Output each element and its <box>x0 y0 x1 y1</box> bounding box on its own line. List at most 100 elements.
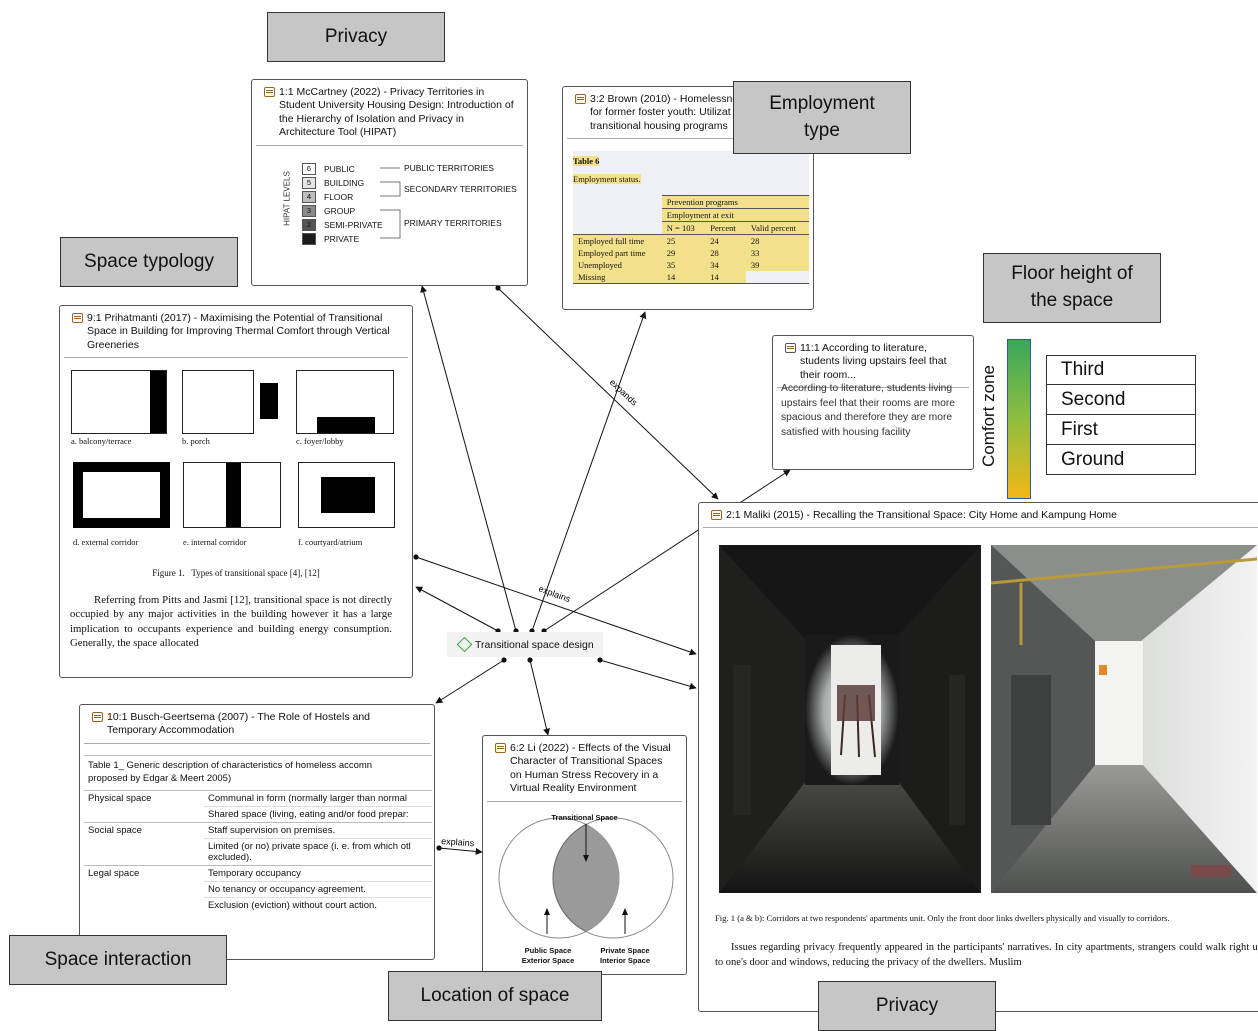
label-floor-height: Floor height of the space <box>983 253 1161 323</box>
col-header: Percent <box>705 221 746 235</box>
employment-table-block: Table 6 Employment status. Prevention pr… <box>573 151 809 284</box>
edge-endpoint-dot <box>495 285 501 291</box>
edge-endpoint-dot <box>597 657 603 663</box>
edge-center-literature <box>543 469 791 632</box>
edge-center-brown <box>531 311 647 632</box>
venn-diagram <box>498 817 674 939</box>
level-square: 4 <box>302 190 316 203</box>
label-space-typology: Space typology <box>60 237 238 287</box>
label-privacy-top: Privacy <box>267 12 445 62</box>
venn-label-public: Public Space Exterior Space <box>521 946 575 965</box>
card-title: 10:1 Busch-Geertsema (2007) - The Role o… <box>84 705 430 744</box>
edge-endpoint-dot <box>413 554 419 560</box>
floor-first: First <box>1046 415 1196 445</box>
table-caption: Table 1_ Generic description of characte… <box>88 760 373 784</box>
memo-card-literature[interactable]: 11:1 According to literature, students l… <box>772 335 974 470</box>
card-title: 11:1 According to literature, students l… <box>777 336 969 389</box>
edge-mccartney-maliki <box>497 287 719 500</box>
typology-caption: a. balcony/terrace <box>71 436 132 446</box>
level-square: 3 <box>302 204 316 217</box>
comfort-zone-axis-label: Comfort zone <box>979 364 998 468</box>
comfort-gradient-bar <box>1007 339 1031 499</box>
hipat-brackets <box>380 167 401 239</box>
table-number: Table 6 <box>573 156 600 166</box>
quotation-card-li[interactable]: 6:2 Li (2022) - Effects of the Visual Ch… <box>482 735 687 975</box>
corridor-photo-b <box>991 545 1257 893</box>
quotation-card-mccartney[interactable]: 1:1 McCartney (2022) - Privacy Territori… <box>251 79 528 286</box>
col-header: Valid percent <box>745 221 809 235</box>
quotation-card-brown[interactable]: 3:2 Brown (2010) - Homelessnes for forme… <box>562 86 814 310</box>
territory-label: PUBLIC TERRITORIES <box>404 163 494 173</box>
memo-icon <box>785 343 796 353</box>
level-square: 1 <box>302 232 316 245</box>
edge-center-maliki <box>599 659 697 690</box>
col-header: N = 103 <box>661 221 706 235</box>
table-row: Social space Staff supervision on premis… <box>84 821 432 866</box>
card-title: 6:2 Li (2022) - Effects of the Visual Ch… <box>487 736 682 802</box>
quotation-icon <box>72 313 83 323</box>
typology-figure-porch-block <box>260 383 278 419</box>
typology-figure-external-corridor <box>73 462 170 528</box>
edge-center-li <box>529 659 550 736</box>
floor-second: Second <box>1046 385 1196 415</box>
level-name: SEMI-PRIVATE <box>324 219 383 230</box>
label-privacy-bottom: Privacy <box>818 981 996 1031</box>
territory-label: SECONDARY TERRITORIES <box>404 184 517 194</box>
level-name: PUBLIC <box>324 163 355 174</box>
code-diamond-icon <box>456 636 473 653</box>
typology-caption: e. internal corridor <box>183 537 247 547</box>
typology-figure-porch <box>182 370 254 434</box>
card-title: 3:2 Brown (2010) - Homelessnes for forme… <box>567 87 809 140</box>
table-caption: Employment status. <box>573 174 641 184</box>
level-name: GROUP <box>324 205 356 216</box>
typology-caption: d. external corridor <box>73 537 139 547</box>
quotation-card-maliki[interactable]: 2:1 Maliki (2015) - Recalling the Transi… <box>698 502 1258 1012</box>
typology-caption: b. porch <box>182 436 210 446</box>
hostel-table-block: Table 1_ Generic description of characte… <box>84 755 432 913</box>
quotation-icon <box>92 712 103 722</box>
typology-caption: f. courtyard/atrium <box>298 537 363 547</box>
typology-figure-foyer <box>296 370 394 434</box>
edge-center-mccartney <box>420 285 517 632</box>
group-header: Prevention programs <box>661 195 809 209</box>
corridor-photo-a <box>719 545 981 893</box>
level-square: 5 <box>302 176 316 189</box>
quotation-card-busch-geertsema[interactable]: 10:1 Busch-Geertsema (2007) - The Role o… <box>79 704 435 960</box>
typology-figure-balcony <box>71 370 167 434</box>
edge-endpoint-dot <box>527 657 533 663</box>
quotation-icon <box>495 743 506 753</box>
hostel-characteristics-table: Physical space Communal in form (normall… <box>84 789 432 913</box>
edge-center-prihatmanti <box>415 586 499 632</box>
body-text: Referring from Pitts and Jasmi [12], tra… <box>70 594 392 650</box>
label-space-interaction: Space interaction <box>9 935 227 985</box>
edge-endpoint-dot <box>436 845 442 851</box>
card-title: 9:1 Prihatmanti (2017) - Maximising the … <box>64 306 408 359</box>
card-title: 2:1 Maliki (2015) - Recalling the Transi… <box>703 503 1258 529</box>
figure-caption: Fig. 1 (a & b): Corridors at two respond… <box>715 913 1170 923</box>
floor-ground: Ground <box>1046 445 1196 475</box>
label-employment-type: Employment type <box>733 81 911 154</box>
quotation-icon <box>264 87 275 97</box>
venn-label-private: Private Space Interior Space <box>599 946 651 965</box>
figure-caption: Figure 1. Types of transitional space [4… <box>152 568 320 578</box>
body-text: Issues regarding privacy frequently appe… <box>715 942 1258 969</box>
typology-figure-internal-corridor <box>183 462 281 528</box>
center-node-label: Transitional space design <box>475 638 594 651</box>
territory-label: PRIMARY TERRITORIES <box>404 218 502 228</box>
quotation-icon <box>711 510 722 520</box>
center-node-transitional-space-design[interactable]: Transitional space design <box>447 632 603 657</box>
quotation-card-prihatmanti[interactable]: 9:1 Prihatmanti (2017) - Maximising the … <box>59 305 413 678</box>
employment-table: Prevention programs Employment at exit N… <box>573 195 809 284</box>
level-square: 6 <box>302 162 316 175</box>
hipat-axis-label: HIPAT LEVELS <box>282 171 292 226</box>
quotation-icon <box>575 94 586 104</box>
level-square: 2 <box>302 218 316 231</box>
memo-body: According to literature, students living… <box>781 383 955 438</box>
floor-third: Third <box>1046 355 1196 385</box>
label-location-of-space: Location of space <box>388 971 602 1021</box>
